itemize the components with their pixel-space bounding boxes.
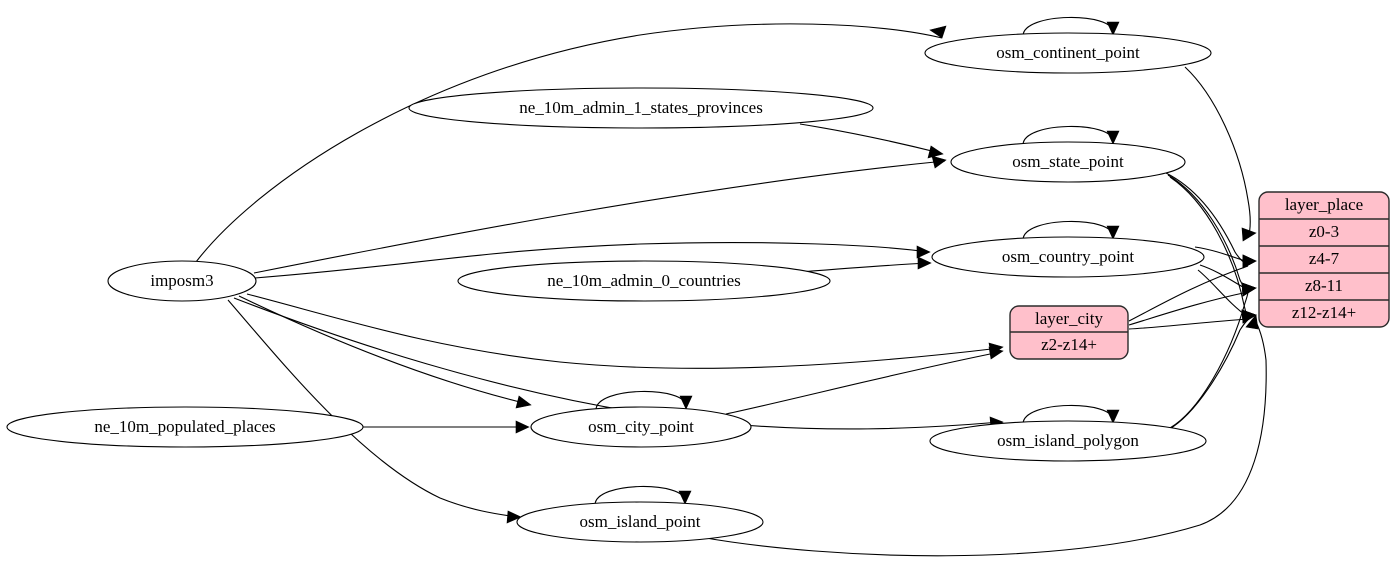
edge-osm-island-polygon-to-z12-z14 bbox=[1167, 309, 1257, 431]
node-osm-city-point[interactable]: osm_city_point bbox=[530, 406, 752, 448]
table-layer-city[interactable]: layer_city z2-z14+ bbox=[1009, 305, 1129, 360]
edges-layer bbox=[195, 16, 1267, 557]
edge-osm-island-point-to-z12-z14 bbox=[699, 314, 1267, 557]
edge-layer-city-to-z8-11 bbox=[1128, 282, 1257, 326]
edge-imposm3-to-osm-island-point bbox=[227, 299, 522, 524]
edge-ne-countries-to-osm-country-point bbox=[799, 256, 932, 273]
edge-osm-continent-point-self-loop bbox=[1022, 16, 1120, 37]
node-osm-country-point[interactable]: osm_country_point bbox=[931, 236, 1205, 278]
node-osm-state-point[interactable]: osm_state_point bbox=[950, 141, 1186, 183]
edge-imposm3-to-osm-city-point bbox=[238, 295, 532, 409]
edge-osm-country-point-self-loop bbox=[1022, 220, 1120, 241]
node-osm-continent-point[interactable]: osm_continent_point bbox=[924, 32, 1212, 74]
edge-layer-city-to-z4-7 bbox=[1128, 254, 1257, 322]
node-osm-island-polygon[interactable]: osm_island_polygon bbox=[929, 420, 1207, 462]
edge-osm-city-point-to-layer-city bbox=[725, 346, 1004, 415]
edge-imposm3-to-osm-country-point bbox=[254, 242, 931, 279]
nodes-layer: imposm3 ne_10m_admin_1_states_provinces … bbox=[6, 32, 1212, 543]
edge-osm-city-point-self-loop bbox=[595, 390, 693, 411]
edge-osm-island-polygon-self-loop bbox=[1022, 404, 1120, 425]
node-ne-10m-admin-1-states-provinces[interactable]: ne_10m_admin_1_states_provinces bbox=[408, 87, 874, 129]
edge-osm-island-polygon-to-z8-11 bbox=[1169, 282, 1257, 429]
node-imposm3[interactable]: imposm3 bbox=[107, 260, 257, 302]
edge-ne-populated-to-osm-city-point bbox=[363, 420, 530, 434]
edge-osm-continent-point-to-z0-3 bbox=[1184, 66, 1257, 242]
edge-imposm3-to-osm-state-point bbox=[253, 155, 947, 274]
edge-osm-island-point-self-loop bbox=[594, 485, 692, 506]
edge-osm-state-point-self-loop bbox=[1022, 125, 1120, 146]
edge-imposm3-to-osm-continent-point bbox=[195, 23, 947, 263]
node-ne-10m-admin-0-countries[interactable]: ne_10m_admin_0_countries bbox=[457, 260, 831, 302]
edge-ne-states-to-osm-state-point bbox=[799, 123, 944, 159]
table-layer-place[interactable]: layer_place z0-3 z4-7 z8-11 z12-z14+ bbox=[1258, 191, 1390, 328]
node-osm-island-point[interactable]: osm_island_point bbox=[516, 501, 764, 543]
node-ne-10m-populated-places[interactable]: ne_10m_populated_places bbox=[6, 406, 364, 448]
edge-imposm3-to-layer-city bbox=[246, 293, 1004, 369]
